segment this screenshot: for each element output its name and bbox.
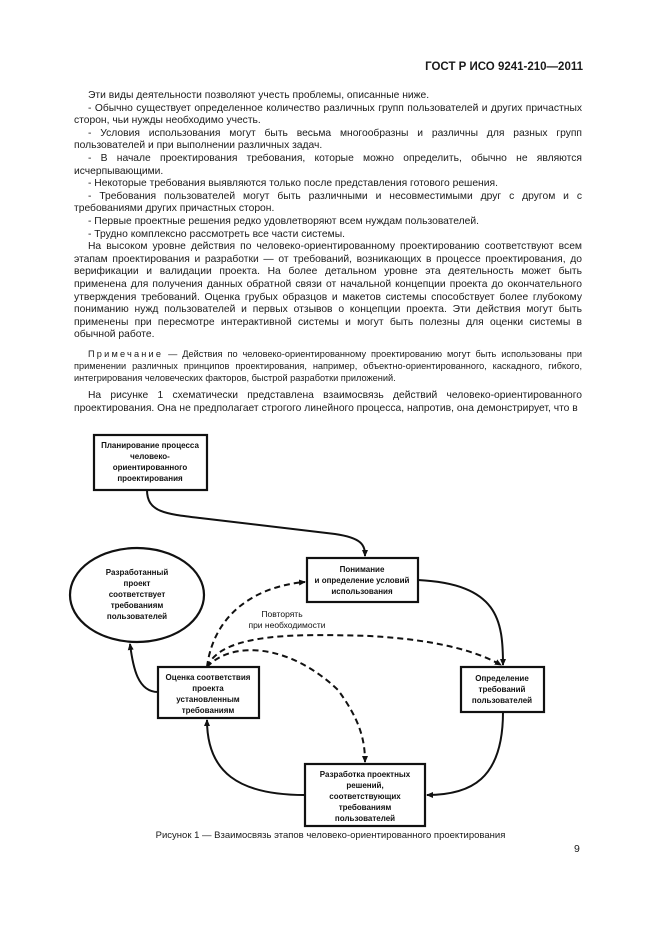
iterate-label: при необходимости	[248, 620, 325, 630]
arrow-design-to-evaluation	[204, 719, 306, 796]
list-item: - Трудно комплексно рассмотреть все част…	[88, 228, 345, 240]
dashed-arrow-to-requirements	[206, 634, 502, 668]
node-text: Разработка проектных	[320, 770, 411, 779]
arrow-requirements-to-design	[426, 711, 504, 798]
box-understanding	[305, 556, 420, 604]
node-text: соответствующих	[329, 792, 401, 801]
box-requirements	[459, 665, 546, 714]
node-text: требованиям	[339, 803, 392, 812]
node-text: пользователей	[472, 696, 532, 705]
node-text: Оценка соответствия	[166, 673, 251, 682]
ellipse-outcome	[68, 546, 206, 644]
paragraph: Эти виды деятельности позволяют учесть п…	[88, 90, 430, 101]
node-text: решений,	[346, 781, 383, 790]
body-text: Эти виды деятельности позволяют учесть п…	[74, 90, 582, 416]
paragraph: На рисунке 1 схематически представлена в…	[74, 390, 582, 415]
arrow-understanding-to-requirements	[417, 579, 506, 666]
figure-caption: Рисунок 1 — Взаимосвязь этапов человеко-…	[155, 830, 506, 841]
node-text: требованиям	[111, 601, 164, 610]
note-text: — Действия по человеко-ориентированному …	[74, 348, 582, 384]
document-header: ГОСТ Р ИСО 9241-210—2011	[425, 61, 583, 73]
node-text: установленным	[176, 695, 240, 704]
node-text: Разработанный	[106, 568, 169, 577]
list-item: - Обычно существует определенное количес…	[74, 102, 582, 127]
node-text: требований	[479, 685, 526, 694]
list-item: - В начале проектирования требования, ко…	[74, 152, 582, 177]
arrow-planning-to-understanding	[146, 489, 368, 557]
node-text: Определение	[475, 674, 529, 683]
list-item: - Требования пользователей могут быть ра…	[74, 190, 582, 215]
node-text: пользователей	[107, 612, 167, 621]
node-text: Планирование процесса	[101, 441, 199, 450]
node-text: и определение условий	[315, 576, 410, 585]
node-text: пользователей	[335, 814, 395, 823]
node-text: проект	[124, 579, 151, 588]
note: Примечание — Действия по человеко-ориент…	[74, 348, 582, 385]
node-text: проекта	[192, 684, 224, 693]
arrow-evaluation-to-outcome	[127, 643, 159, 693]
dashed-arrow-to-understanding	[206, 579, 306, 668]
dashed-arrow-to-design	[206, 649, 368, 763]
node-text: соответствует	[109, 590, 166, 599]
node-text: требованиям	[182, 706, 235, 715]
node-text: ориентированного	[113, 463, 188, 472]
page-number: 9	[574, 843, 580, 855]
node-text: проектирования	[117, 474, 183, 483]
note-label: Примечание	[88, 348, 164, 359]
box-evaluation	[156, 665, 261, 720]
list-item: - Условия использования могут быть весьм…	[74, 127, 582, 152]
paragraph: На высоком уровне действия по человеко-о…	[74, 241, 582, 341]
list-item: - Первые проектные решения редко удовлет…	[88, 215, 480, 227]
node-text: Понимание	[340, 565, 385, 574]
box-planning	[92, 433, 209, 492]
box-design	[303, 762, 427, 828]
iterate-label: Повторять	[261, 609, 303, 619]
node-text: человеко-	[130, 452, 170, 461]
node-text: использования	[331, 587, 393, 596]
list-item: - Некоторые требования выявляются только…	[88, 178, 498, 190]
